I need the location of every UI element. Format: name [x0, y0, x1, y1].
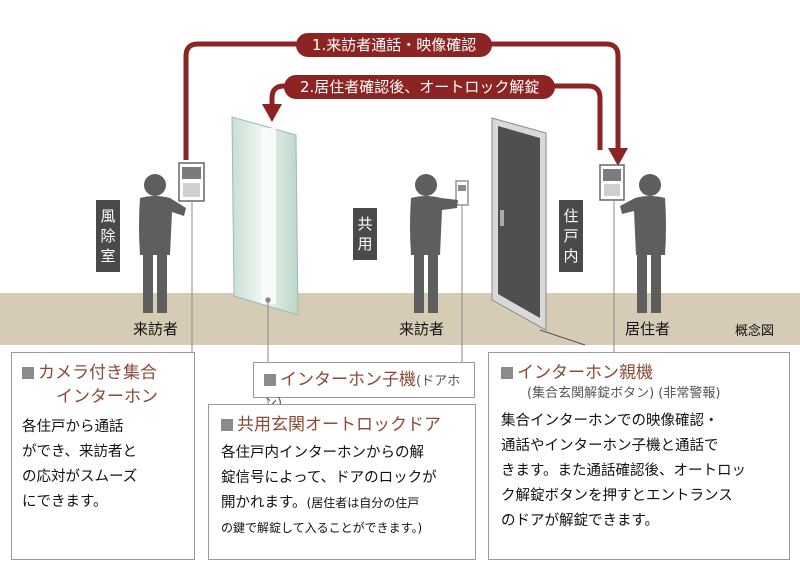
- door-phone-box: インターホン子機(ドアホン): [253, 362, 475, 411]
- bullet-square-icon: [501, 367, 513, 379]
- flow-arrow-step2-head: [262, 104, 282, 122]
- door-floor-line: [539, 329, 586, 346]
- camera-intercom-title-line2: インターホン: [56, 387, 158, 407]
- bullet-square-icon: [221, 419, 233, 431]
- autolock-door-box: 共用玄関オートロックドア 各住戸内インターホンからの解 錠信号によって、ドアのロ…: [208, 404, 476, 560]
- autolock-door-text-line: 開かれます。(居住者は自分の住戸: [221, 495, 420, 511]
- bullet-square-icon: [264, 374, 276, 386]
- main-intercom-subtitle: (集合玄関解錠ボタン) (非常警報): [527, 386, 721, 401]
- autolock-door-text-line: の鍵で解錠して入ることができます。): [221, 521, 423, 535]
- main-intercom-text-line: 通話やインターホン子機と通話で: [501, 438, 719, 454]
- visitor-left-figure: [139, 174, 186, 313]
- main-intercom-text-line: 集合インターホンでの映像確認・: [501, 413, 719, 429]
- role-label-resident: 居住者: [625, 320, 671, 338]
- area-tag-residence: 住戸内: [559, 200, 583, 272]
- area-tag-common: 共用: [353, 208, 377, 260]
- autolock-door-text-line: 錠信号によって、ドアのロックが: [221, 470, 437, 486]
- main-intercom-panel: [599, 164, 625, 201]
- autolock-door-title: 共用玄関オートロックドア: [221, 413, 463, 437]
- camera-intercom-box: カメラ付き集合 インターホン 各住戸から通話 ができ、来訪者と の応対がスムーズ…: [11, 352, 195, 560]
- camera-intercom-title: カメラ付き集合: [22, 361, 184, 385]
- camera-intercom-panel: [178, 162, 205, 202]
- bullet-square-icon: [22, 367, 34, 379]
- flow-label-step2: 2.居住者確認後、オートロック解錠: [284, 75, 556, 99]
- visitor-center-figure: [410, 174, 458, 313]
- main-intercom-box: インターホン親機 (集合玄関解錠ボタン) (非常警報) 集合インターホンでの映像…: [488, 352, 790, 560]
- main-intercom-title: インターホン親機: [501, 361, 777, 385]
- main-intercom-text-line: ク解錠ボタンを押すとエントランス: [501, 488, 733, 504]
- flow-arrow-step1-head: [608, 148, 628, 166]
- resident-figure: [620, 174, 666, 313]
- floor-band: [0, 293, 800, 345]
- concept-note: 概念図: [735, 324, 775, 339]
- role-label-visitor-left: 来訪者: [133, 320, 179, 338]
- glass-door: [231, 116, 299, 316]
- autolock-door-text-line: 各住戸内インターホンからの解: [221, 445, 424, 461]
- residence-door: [491, 117, 547, 331]
- door-phone-title: インターホン子機: [264, 370, 416, 390]
- main-intercom-text-line: のドアが解錠できます。: [501, 513, 660, 529]
- main-intercom-text-line: きます。また通話確認後、オートロッ: [501, 463, 747, 479]
- area-tag-windbreak: 風除室: [96, 200, 120, 272]
- camera-intercom-text-line: ができ、来訪者と: [22, 444, 137, 460]
- role-label-visitor-center: 来訪者: [399, 320, 445, 338]
- camera-intercom-text-line: の応対がスムーズ: [22, 469, 138, 485]
- camera-intercom-text-line: 各住戸から通話: [22, 419, 124, 435]
- camera-intercom-text-line: にできます。: [22, 494, 108, 510]
- flow-label-step1: 1.来訪者通話・映像確認: [296, 33, 493, 57]
